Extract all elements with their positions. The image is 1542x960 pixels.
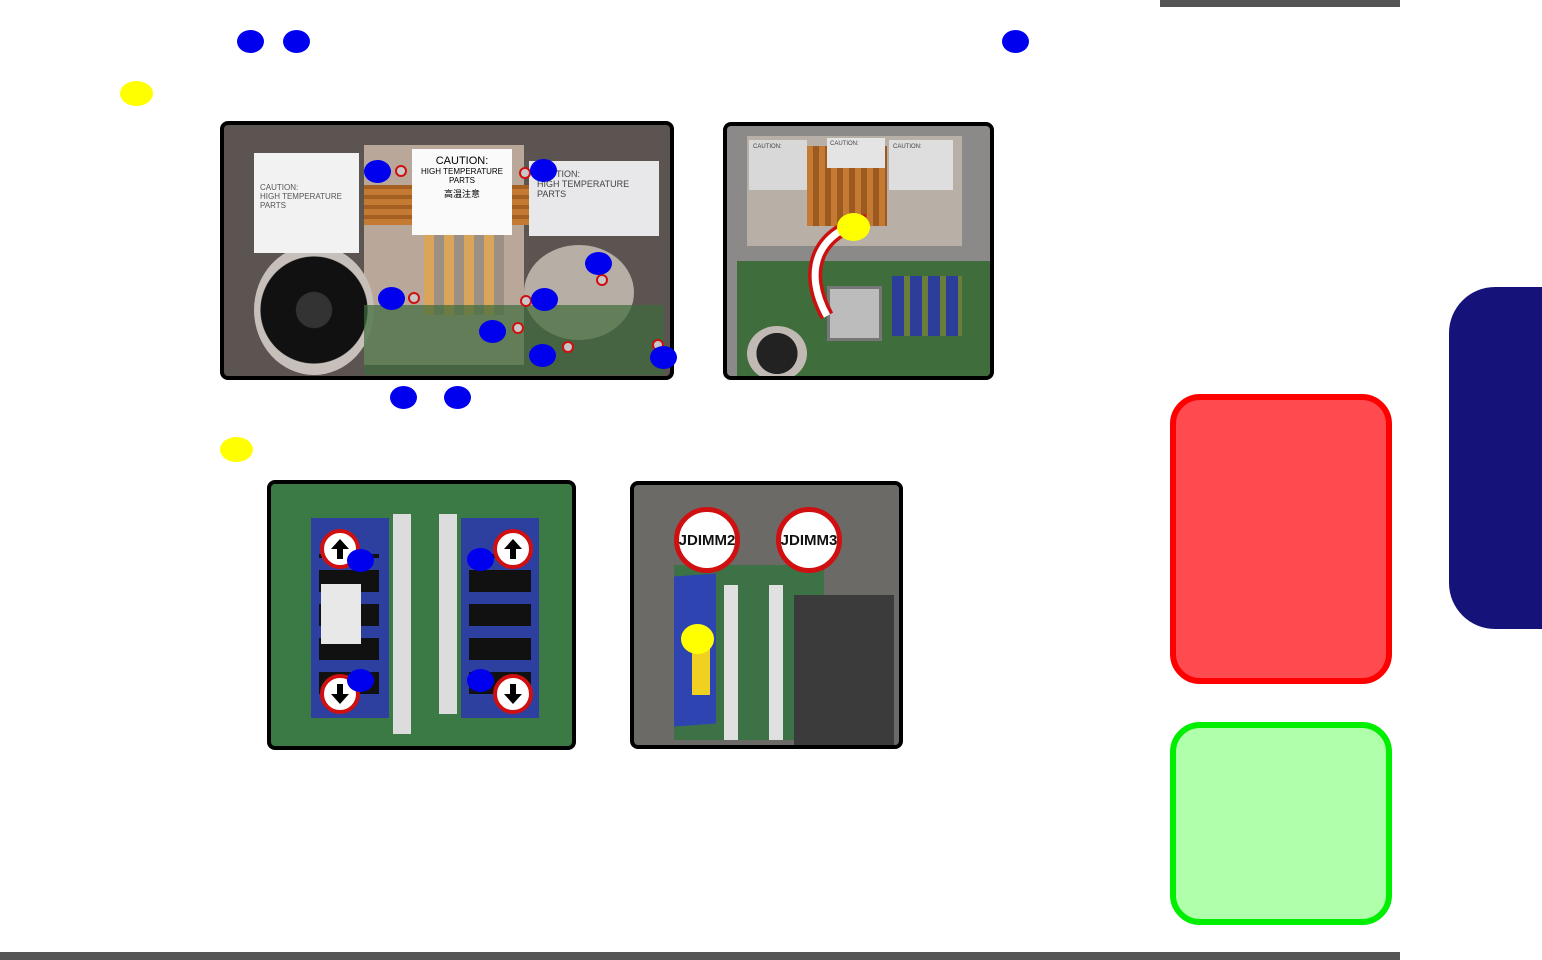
caution-sticker-center: CAUTION: HIGH TEMPERATURE PARTS 高温注意: [412, 149, 512, 235]
callout-latch-4: [467, 669, 494, 692]
latch-bottom-right: [493, 674, 533, 714]
footer-rule: [0, 952, 1400, 960]
board-green: [364, 305, 664, 375]
screw-3: [596, 274, 608, 286]
warning-box: [1170, 394, 1392, 684]
callout-module-insert: [681, 624, 714, 654]
heatsink-fins: [424, 235, 504, 315]
callout-screw-2: [530, 159, 557, 182]
cpu-socket: [827, 286, 882, 341]
callout-screw-8: [650, 346, 677, 369]
caution-sticker-left: CAUTION: HIGH TEMPERATURE PARTS: [254, 153, 359, 253]
callout-screw-3: [585, 252, 612, 275]
arrow-down-icon: [504, 684, 522, 704]
label-jdimm3: JDIMM3: [776, 507, 842, 573]
callout-screw-5: [531, 288, 558, 311]
screw-7: [562, 341, 574, 353]
callout-screw-6: [479, 320, 506, 343]
callout-step-2: [283, 30, 310, 53]
label-jdimm2: JDIMM2: [674, 507, 740, 573]
fan-housing: [254, 245, 374, 375]
sticker-right-title: CAUTION:: [537, 169, 581, 179]
header-rule: [1160, 0, 1400, 7]
callout-screw-1: [364, 160, 391, 183]
sticker-right-body: HIGH TEMPERATURE PARTS: [537, 179, 630, 199]
chapter-tab: [1449, 287, 1542, 629]
callout-yellow-middle: [220, 437, 253, 462]
lifted-sticker-right: CAUTION:: [889, 140, 953, 190]
arrow-up-icon: [504, 539, 522, 559]
callout-step-5: [444, 386, 471, 409]
photo-memory-latches: [267, 480, 576, 750]
latch-top-right: [493, 529, 533, 569]
lifted-sticker-mid: CAUTION:: [827, 138, 885, 168]
callout-latch-1: [347, 549, 374, 572]
memory-sticker-left: [321, 584, 361, 644]
arrow-up-icon: [331, 539, 349, 559]
sticker-center-title: CAUTION:: [435, 155, 489, 167]
callout-step-1: [237, 30, 264, 53]
lifted-sticker-right-title: CAUTION:: [893, 144, 922, 150]
sticker-left-body: HIGH TEMPERATURE PARTS: [260, 192, 342, 210]
callout-latch-2: [467, 548, 494, 571]
slot-strip-right: [439, 514, 457, 714]
sticker-center-body: HIGH TEMPERATURE PARTS: [421, 167, 503, 185]
dimm-slot-3-body: [769, 585, 783, 740]
callout-latch-3: [347, 669, 374, 692]
callout-heatsink-lift: [837, 213, 870, 241]
screw-4: [408, 292, 420, 304]
lifted-sticker-left: CAUTION:: [749, 140, 807, 190]
callout-yellow-top: [120, 81, 153, 106]
photo-dimm-slots: JDIMM2 JDIMM3: [630, 481, 903, 749]
note-box: [1170, 722, 1392, 925]
sticker-left-title: CAUTION:: [260, 183, 299, 192]
arrow-down-icon: [331, 684, 349, 704]
slot-strip-left: [393, 514, 411, 734]
empty-bay: [794, 595, 894, 745]
lifted-sticker-mid-title: CAUTION:: [830, 141, 859, 147]
callout-step-4: [390, 386, 417, 409]
sticker-center-cn: 高温注意: [443, 189, 480, 199]
callout-step-3: [1002, 30, 1029, 53]
small-fan: [747, 326, 807, 376]
memory-modules-view: [892, 276, 962, 336]
photo-heatsink-screws: CAUTION: HIGH TEMPERATURE PARTS CAUTION:…: [220, 121, 674, 380]
screw-1: [395, 165, 407, 177]
screw-6: [512, 322, 524, 334]
photo-heatsink-removed: CAUTION: CAUTION: CAUTION:: [723, 122, 994, 380]
dimm-slot-2-body: [724, 585, 738, 740]
callout-screw-4: [378, 287, 405, 310]
lifted-sticker-left-title: CAUTION:: [753, 144, 782, 150]
callout-screw-7: [529, 344, 556, 367]
